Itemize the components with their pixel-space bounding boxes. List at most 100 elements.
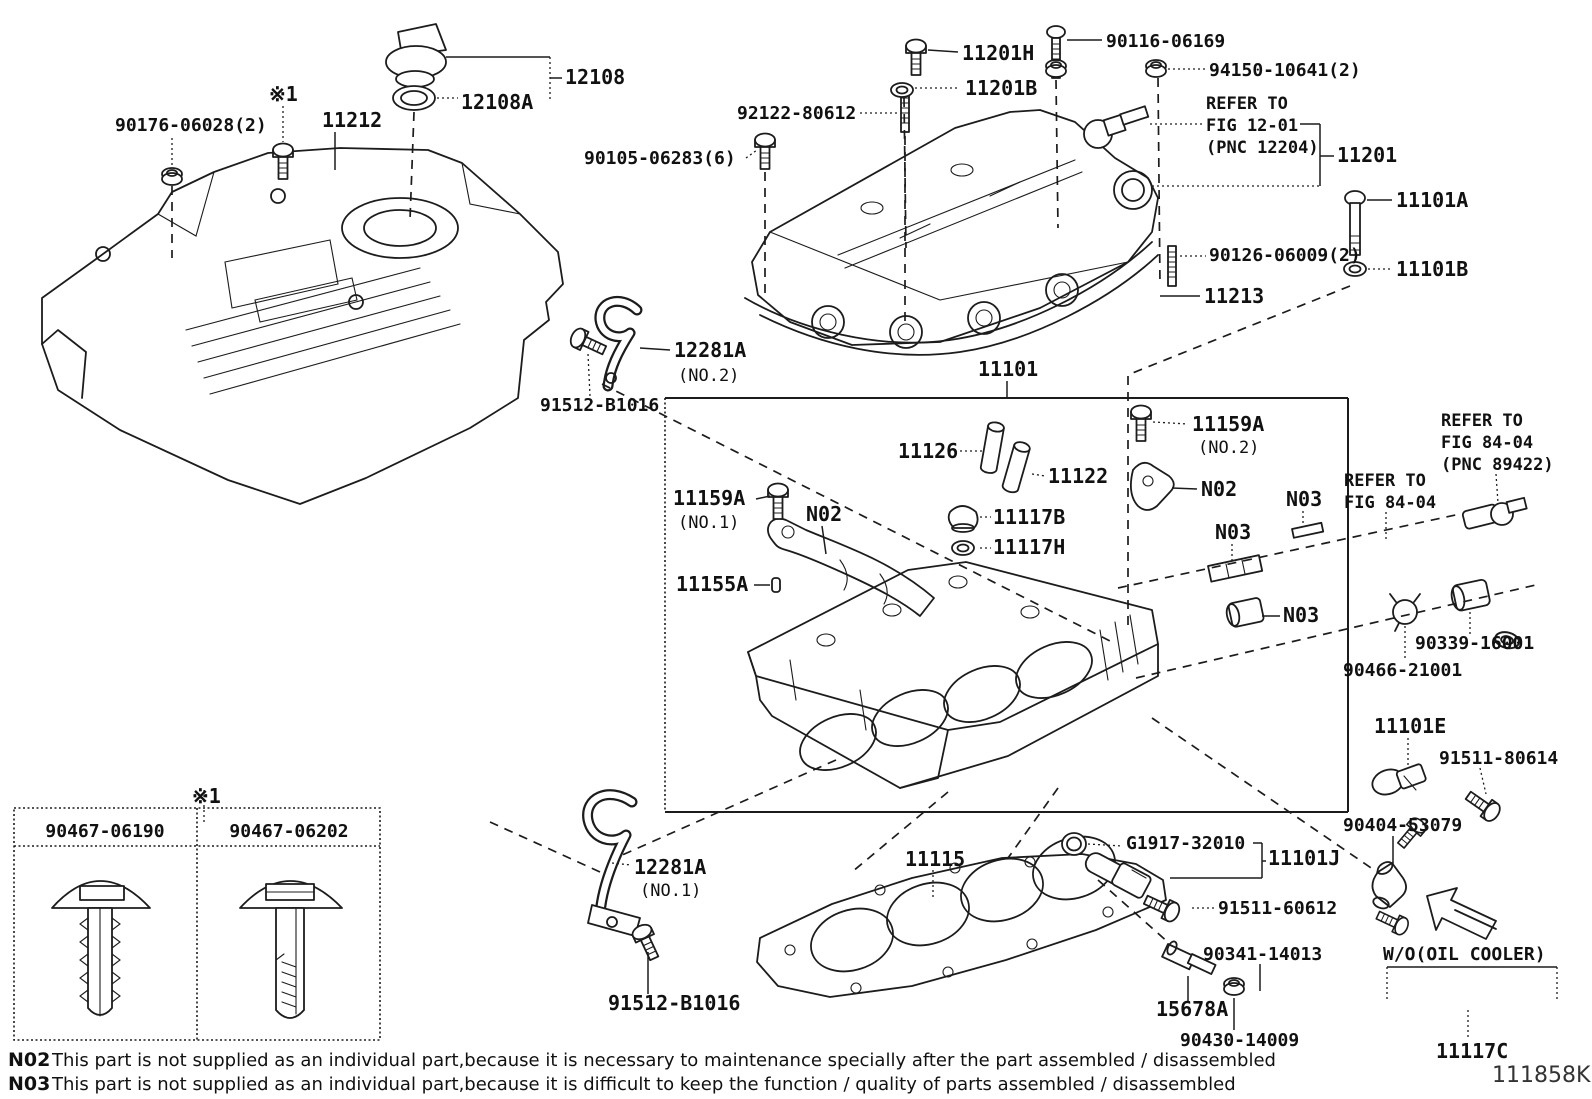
part-label-90176-06028: 90176-06028(2) (115, 115, 267, 136)
part-label-90339-16001: 90339-16001 (1415, 633, 1534, 654)
refer-note-fig8404r-line2: FIG 84-04 (1441, 433, 1533, 453)
part-label-92122-80612: 92122-80612 (737, 103, 856, 124)
part-label-x1-top: ※1 (269, 82, 298, 106)
leader-lines (171, 39, 1558, 1040)
oil-nozzle-15678a-drawing (1161, 940, 1217, 975)
part-sublabel-no2-top: (NO.2) (678, 366, 739, 386)
part-label-11101j: 11101J (1268, 846, 1340, 870)
part-label-11212: 11212 (322, 108, 382, 132)
footnotes: N02 This part is not supplied as an indi… (8, 1049, 1276, 1095)
camshaft-bearing-cap-drawing (767, 517, 935, 617)
part-label-90430-14009: 90430-14009 (1180, 1030, 1299, 1051)
pin-11155a-drawing (771, 577, 781, 593)
oil-filler-cap-gasket-drawing (392, 85, 436, 111)
refer-note-fig8404l-line1: REFER TO (1344, 471, 1426, 491)
part-label-90126-06009: 90126-06009(2) (1209, 245, 1361, 266)
table-col-90467-06202: 90467-06202 (229, 821, 348, 842)
sensor-pnc89422-drawing (1461, 496, 1528, 530)
bearing-cap-n02-drawing (1129, 461, 1175, 511)
nut-94150-drawing (1145, 59, 1167, 78)
o-ring-g1917-drawing (1061, 832, 1087, 856)
variant-label-wo-oil-cooler: W/O(OIL COOLER) (1383, 944, 1546, 965)
bolt-11159a-no2-drawing (1130, 404, 1152, 442)
part-label-11101a: 11101A (1396, 188, 1468, 212)
refer-note-fig1201-line3: (PNC 12204) (1206, 138, 1319, 158)
oil-pressure-switch-12204-drawing (1083, 105, 1150, 149)
part-label-g1917-32010: G1917-32010 (1126, 833, 1245, 854)
part-label-11126: 11126 (898, 439, 958, 463)
engine-cover-drawing (41, 147, 564, 505)
part-label-11201b: 11201B (965, 76, 1037, 100)
part-label-n02-right: N02 (1201, 477, 1237, 501)
bolt-91511-80614-drawing (1461, 786, 1504, 825)
part-sublabel-no1-left: (NO.1) (678, 513, 739, 533)
gasket-11117h-drawing (951, 540, 975, 556)
bolt-11159a-no1-drawing (767, 482, 789, 520)
clip-table-labels: ※1 90467-06190 90467-06202 (45, 784, 348, 842)
part-label-11101b: 11101B (1396, 257, 1468, 281)
footnote-n02-code: N02 (8, 1049, 50, 1071)
dowel-pin-n03-1-drawing (1291, 521, 1325, 539)
stud-90116-drawing (1045, 25, 1067, 79)
sensor-11101e-drawing (1371, 763, 1427, 796)
clip-variant-table (13, 807, 381, 1041)
part-label-n03-1: N03 (1286, 487, 1322, 511)
footnote-n03-text: This part is not supplied as an individu… (51, 1074, 1236, 1095)
head-bolt-11101a-drawing (1344, 190, 1366, 256)
part-label-11213: 11213 (1204, 284, 1264, 308)
part-label-15678a: 15678A (1156, 997, 1228, 1021)
part-label-90105-06283: 90105-06283(6) (584, 148, 736, 169)
cup-plug-n03-3-drawing (1225, 597, 1265, 628)
part-label-11101e: 11101E (1374, 714, 1446, 738)
valve-guide-11126-drawing (979, 420, 1006, 476)
bolt-11201h-drawing (905, 38, 927, 76)
engine-hanger-no1-drawing (582, 789, 641, 937)
refer-note-fig1201-line1: REFER TO (1206, 94, 1288, 114)
part-label-11115: 11115 (905, 847, 965, 871)
part-label-90404-53079: 90404-53079 (1343, 815, 1462, 836)
part-label-91512-top: 91512-B1016 (540, 395, 659, 416)
part-sublabel-no2-right: (NO.2) (1198, 438, 1259, 458)
seal-washer-11201b-drawing (890, 82, 914, 98)
part-label-12281a-no1: 12281A (634, 855, 706, 879)
cup-plug-90339-drawing (1450, 578, 1491, 612)
part-label-90116-06169: 90116-06169 (1106, 31, 1225, 52)
bolt-91512-no1-drawing (629, 920, 665, 964)
cylinder-head-drawing (747, 561, 1159, 789)
screw-x1-drawing (272, 142, 294, 180)
footnote-n03-code: N03 (8, 1073, 50, 1095)
part-sublabel-no1-bottom: (NO.1) (640, 881, 701, 901)
part-label-11117b: 11117B (993, 505, 1065, 529)
refer-note-fig1201-line2: FIG 12-01 (1206, 116, 1298, 136)
cam-position-sensor-11101j-drawing (1084, 852, 1152, 899)
plug-90341-drawing (1373, 906, 1412, 938)
table-col-90467-06190: 90467-06190 (45, 821, 164, 842)
part-label-94150-10641: 94150-10641(2) (1209, 60, 1361, 81)
direction-arrow (1426, 887, 1497, 940)
clip-90467-06202-drawing (239, 880, 343, 1019)
part-label-11117c: 11117C (1436, 1039, 1508, 1063)
construction-lines (489, 285, 1541, 945)
part-label-11159a-no1: 11159A (673, 486, 745, 510)
cylinder-head-assembly-box (664, 381, 1349, 813)
part-label-11159a-no2: 11159A (1192, 412, 1264, 436)
clip-nut-90176-drawing (161, 167, 183, 186)
cap-11117b-drawing (947, 505, 979, 533)
refer-note-fig8404r-line3: (PNC 89422) (1441, 455, 1554, 475)
union-elbow-90404-drawing (1371, 861, 1407, 910)
part-label-91511-60612: 91511-60612 (1218, 898, 1337, 919)
part-label-11122: 11122 (1048, 464, 1108, 488)
part-label-91512-bottom: 91512-B1016 (608, 991, 740, 1015)
drawing-code: 111858K (1492, 1063, 1591, 1088)
part-label-11201h: 11201H (962, 41, 1034, 65)
refer-note-fig8404r-line1: REFER TO (1441, 411, 1523, 431)
bolt-90105-drawing (754, 132, 776, 170)
clamp-90466-drawing (1389, 593, 1421, 632)
part-label-n03-2: N03 (1215, 520, 1251, 544)
part-label-11117h: 11117H (993, 535, 1065, 559)
part-label-90466-21001: 90466-21001 (1343, 660, 1462, 681)
dowel-n03-2-drawing (1207, 554, 1264, 583)
part-label-11201: 11201 (1337, 143, 1397, 167)
